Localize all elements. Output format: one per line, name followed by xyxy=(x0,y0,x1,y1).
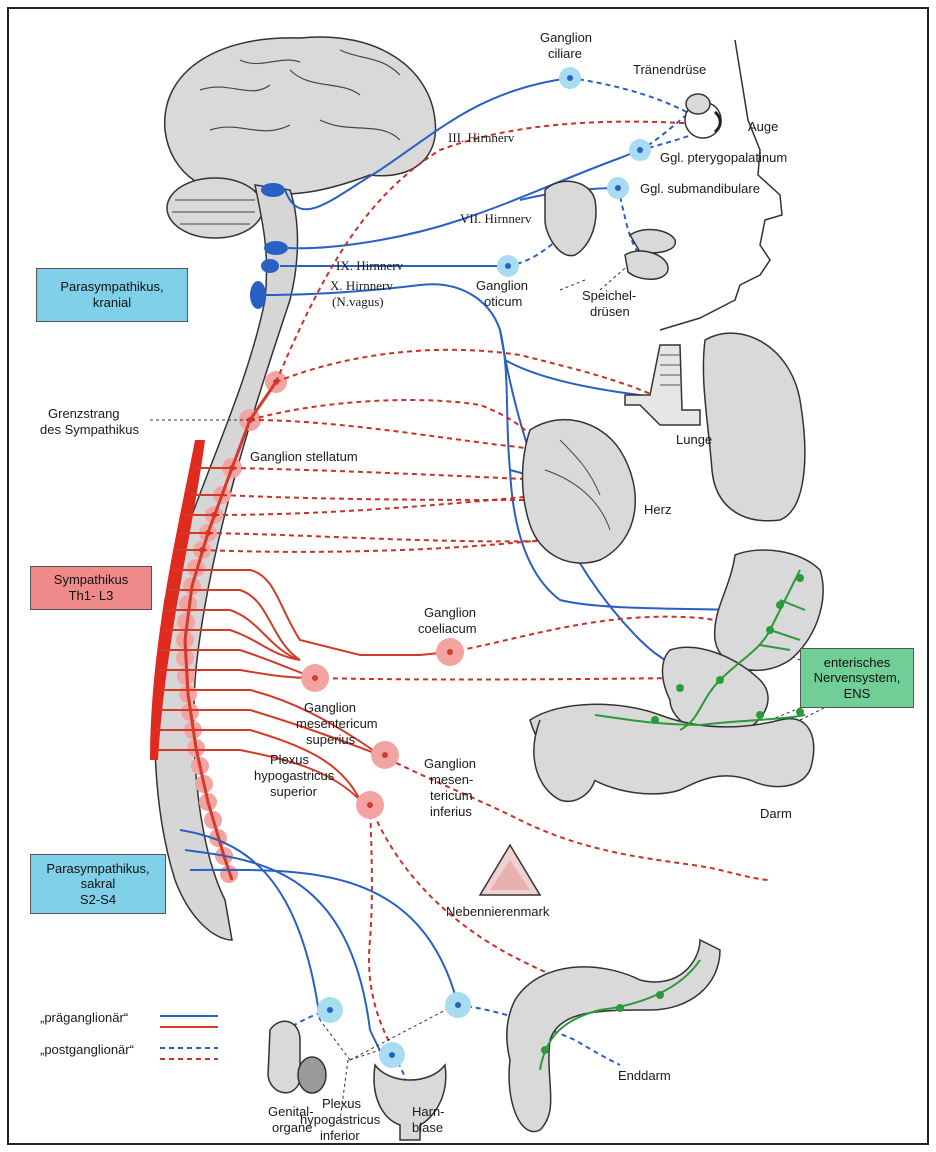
label-coeliacum-2: coeliacum xyxy=(418,621,477,636)
label-hirnnerv-9: IX. Hirnnerv xyxy=(336,258,404,273)
nucleus-9 xyxy=(261,259,279,273)
label-coeliacum-1: Ganglion xyxy=(424,605,476,620)
genital-organs xyxy=(268,1021,300,1092)
label-mes-sup-1: Ganglion xyxy=(304,700,356,715)
label-mes-sup-2: mesentericum xyxy=(296,716,378,731)
label-hirnnerv-10b: (N.vagus) xyxy=(332,294,384,309)
box-parasym-kranial: Parasympathikus, kranial xyxy=(36,268,188,322)
label-plexus-sup-1: Plexus xyxy=(270,752,310,767)
legend-post-label: „postganglionär“ xyxy=(40,1042,134,1057)
label-herz: Herz xyxy=(644,502,671,517)
nucleus-10 xyxy=(250,281,266,309)
label-mes-inf-4: inferius xyxy=(430,804,472,819)
box-parasym-sakral: Parasympathikus, sakral S2-S4 xyxy=(30,854,166,914)
lung xyxy=(703,333,804,521)
label-ganglion-ciliare-1: Ganglion xyxy=(540,30,592,45)
label-harn-1: Harn- xyxy=(412,1104,445,1119)
label-plexus-inf-1: Plexus xyxy=(322,1096,362,1111)
submandibular-gland xyxy=(625,251,668,279)
label-plexus-sup-3: superior xyxy=(270,784,318,799)
label-darm: Darm xyxy=(760,806,792,821)
label-mes-inf-1: Ganglion xyxy=(424,756,476,771)
box-sympathikus: Sympathikus Th1- L3 xyxy=(30,566,152,610)
sacral-parasympathetic xyxy=(180,830,620,1080)
label-ggl-submand: Ggl. submandibulare xyxy=(640,181,760,196)
label-plexus-inf-3: inferior xyxy=(320,1128,360,1143)
label-auge: Auge xyxy=(748,119,778,134)
heart xyxy=(523,420,636,563)
label-traenendruese: Tränendrüse xyxy=(633,62,706,77)
label-grenzstrang-2: des Sympathikus xyxy=(40,422,139,437)
brain xyxy=(165,37,436,194)
label-lunge: Lunge xyxy=(676,432,712,447)
label-grenzstrang-1: Grenzstrang xyxy=(48,406,120,421)
rectum xyxy=(507,940,720,1132)
label-ggl-pterygo: Ggl. pterygopalatinum xyxy=(660,150,787,165)
lacrimal-gland xyxy=(686,94,710,114)
label-speichel-2: drüsen xyxy=(590,304,630,319)
label-hirnnerv-7: VII. Hirnnerv xyxy=(460,211,532,226)
label-plexus-inf-2: hypogastricus xyxy=(300,1112,381,1127)
box-enteric: enterisches Nervensystem, ENS xyxy=(800,648,914,708)
testis xyxy=(298,1057,326,1093)
legend: „präganglionär“ „postganglionär“ xyxy=(40,1010,218,1059)
label-mes-inf-2: mesen- xyxy=(430,772,473,787)
label-nebenniere: Nebennierenmark xyxy=(446,904,550,919)
label-stellatum: Ganglion stellatum xyxy=(250,449,358,464)
label-harn-2: blase xyxy=(412,1120,443,1135)
label-ganglion-ciliare-2: ciliare xyxy=(548,46,582,61)
label-ganglion-oticum-1: Ganglion xyxy=(476,278,528,293)
cerebellum xyxy=(167,178,263,238)
label-ganglion-oticum-2: oticum xyxy=(484,294,522,309)
label-mes-sup-3: superius xyxy=(306,732,356,747)
label-plexus-sup-2: hypogastricus xyxy=(254,768,335,783)
label-mes-inf-3: tericum xyxy=(430,788,473,803)
nucleus-7 xyxy=(264,241,288,255)
label-speichel-1: Speichel- xyxy=(582,288,636,303)
label-hirnnerv-10a: X. Hirnnerv xyxy=(330,278,393,293)
nucleus-3 xyxy=(261,183,285,197)
label-hirnnerv-3: III. Hirnnerv xyxy=(448,130,515,145)
label-enddarm: Enddarm xyxy=(618,1068,671,1083)
legend-pre-label: „präganglionär“ xyxy=(40,1010,128,1025)
